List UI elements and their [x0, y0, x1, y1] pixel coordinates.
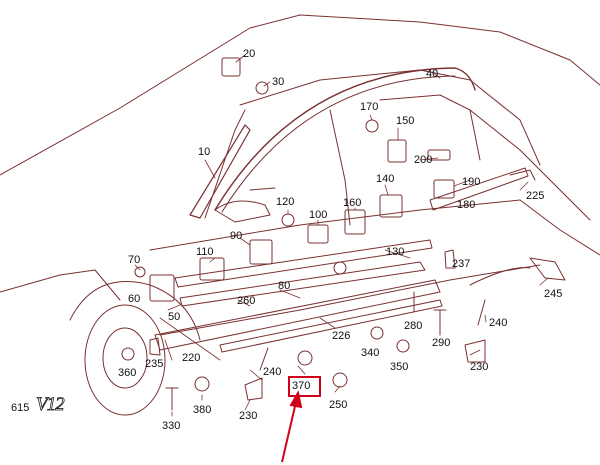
callout-130: 130 [386, 246, 405, 258]
door-molding-mid [179, 261, 426, 307]
fastener-250 [332, 372, 348, 388]
sill-panel-lower [219, 299, 443, 353]
callout-340: 340 [361, 347, 380, 359]
callout-237: 237 [452, 258, 471, 270]
fastener-360 [121, 347, 135, 361]
callout-380: 380 [193, 404, 212, 416]
callout-100: 100 [309, 209, 328, 221]
highlight-arrow [281, 390, 303, 463]
windshield-pillar [204, 109, 246, 219]
front-wheel-hub [102, 327, 148, 389]
rear-trim-225 [509, 169, 536, 181]
a-pillar-trim [189, 124, 251, 219]
callout-10: 10 [198, 146, 211, 158]
callout-60: 60 [128, 293, 141, 305]
callout-140: 140 [376, 173, 395, 185]
callout-90: 90 [230, 230, 243, 242]
front-bumper-line [0, 269, 121, 301]
callout-150: 150 [396, 115, 415, 127]
callout-70: 70 [128, 254, 141, 266]
callout-240-rear: 240 [489, 317, 508, 329]
callout-226: 226 [332, 330, 351, 342]
callout-120: 120 [276, 196, 295, 208]
callout-230-rear: 230 [470, 361, 489, 373]
clip-150 [387, 139, 407, 163]
roof-line [239, 69, 541, 166]
fastener-350 [396, 339, 410, 353]
callout-20: 20 [243, 48, 256, 60]
rear-fender [519, 199, 600, 256]
fastener-60 [134, 266, 146, 278]
callout-330: 330 [162, 420, 181, 432]
callout-240-front: 240 [263, 366, 282, 378]
callout-40: 40 [426, 68, 439, 80]
callout-350: 350 [390, 361, 409, 373]
callout-260: 260 [237, 295, 256, 307]
screw-170 [365, 119, 379, 133]
callout-290: 290 [432, 337, 451, 349]
callout-190: 190 [462, 176, 481, 188]
clip-190 [433, 179, 455, 199]
clip-20 [221, 57, 241, 77]
callout-200: 200 [414, 154, 433, 166]
model-badge: V12 [36, 394, 65, 416]
rear-molding [429, 167, 529, 211]
clip-160 [344, 209, 366, 235]
callout-170: 170 [360, 101, 379, 113]
screw-120 [281, 213, 295, 227]
bolt-290 [433, 309, 447, 336]
callout-180: 180 [457, 199, 476, 211]
rear-quarter [469, 109, 591, 221]
end-cap-230-front [244, 377, 263, 401]
callout-80: 80 [278, 280, 291, 292]
clip-200 [427, 149, 451, 161]
clip-90 [249, 239, 273, 265]
callout-360: 360 [118, 367, 137, 379]
rocker-line [159, 264, 541, 336]
clip-100 [307, 224, 329, 244]
clip-140 [379, 194, 403, 218]
mirror [214, 200, 271, 223]
callout-160: 160 [343, 197, 362, 209]
callout-370: 370 [292, 380, 311, 392]
front-wheel [84, 304, 166, 416]
fastener-340 [370, 326, 384, 340]
highlight-box [288, 376, 321, 397]
callout-235: 235 [145, 358, 164, 370]
callout-110: 110 [196, 246, 214, 258]
pin-240-rear [477, 299, 486, 326]
fastener-270 [333, 261, 347, 275]
callout-30: 30 [272, 76, 285, 88]
callout-245: 245 [544, 288, 563, 300]
rear-window [379, 94, 481, 161]
bolt-330 [165, 387, 179, 411]
clip-110 [199, 257, 225, 281]
door-molding-upper [174, 239, 433, 288]
pin-240-front [259, 347, 269, 371]
callout-250: 250 [329, 399, 348, 411]
fastener-380 [194, 376, 210, 392]
callout-280: 280 [404, 320, 423, 332]
screw-30 [255, 81, 269, 95]
model-code: 615 [11, 402, 30, 414]
end-cap-230-rear [464, 339, 486, 363]
hood-line [0, 14, 600, 176]
rear-bracket [529, 257, 566, 281]
callout-50: 50 [168, 311, 181, 323]
fastener-370 [297, 350, 313, 366]
roof-rail-strip [214, 67, 476, 211]
door-handle-front [249, 187, 276, 191]
body-side-line [149, 199, 521, 251]
callout-230-front: 230 [239, 410, 258, 422]
clip-70 [149, 274, 175, 302]
end-cap-237 [444, 249, 456, 269]
callout-225: 225 [526, 190, 545, 202]
end-cap-235 [149, 337, 161, 356]
callout-220: 220 [182, 352, 201, 364]
